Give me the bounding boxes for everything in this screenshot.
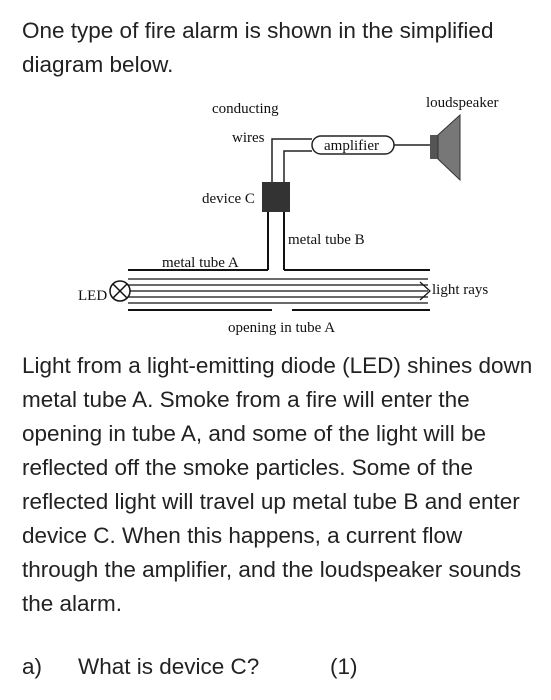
question-label: a)	[22, 654, 43, 679]
label-metal-tube-b: metal tube B	[288, 232, 365, 248]
label-conducting: conducting	[212, 101, 279, 117]
metal-tube-a	[128, 269, 430, 311]
label-wires: wires	[232, 130, 265, 146]
label-loudspeaker: loudspeaker	[426, 95, 498, 111]
label-device-c: device C	[202, 191, 255, 207]
metal-tube-b	[267, 212, 285, 270]
led-icon	[109, 280, 131, 302]
loudspeaker-icon	[430, 113, 461, 182]
amplifier-box	[311, 135, 395, 155]
label-light-rays: light rays	[432, 282, 488, 298]
label-amplifier: amplifier	[324, 138, 379, 154]
question-text: What is device C?	[78, 654, 260, 679]
label-led: LED	[78, 288, 107, 304]
label-opening: opening in tube A	[228, 320, 335, 336]
light-rays	[128, 278, 431, 304]
label-metal-tube-a: metal tube A	[162, 255, 239, 271]
conducting-wires	[271, 138, 430, 182]
question-marks: (1)	[330, 654, 358, 679]
fire-alarm-diagram: conducting wires loudspeaker device C me…	[78, 95, 498, 336]
intro-text: One type of fire alarm is shown in the s…	[22, 18, 494, 77]
device-c	[262, 182, 290, 212]
body-text: Light from a light-emitting diode (LED) …	[22, 353, 533, 616]
